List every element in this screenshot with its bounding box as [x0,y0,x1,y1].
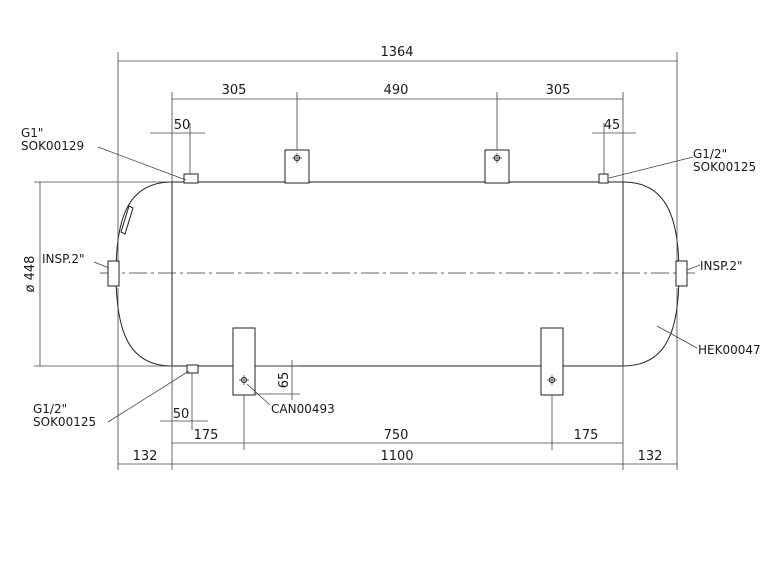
top-right-nozzle [598,173,609,184]
dim-bottom-nozzle-offset: 50 [173,407,190,422]
foot-right [540,327,564,396]
bottom-nozzle [186,364,199,374]
dim-right-nozzle-offset: 45 [604,118,621,133]
label-foot-code: CAN00493 [271,402,335,416]
dim-left-nozzle-offset: 50 [174,118,191,133]
dimension-top-spacing: 305 490 305 [171,83,624,182]
dim-right-head-length: 132 [638,449,663,464]
left-inspection-nozzle [107,260,120,287]
foot-left [232,327,256,396]
dimension-left-nozzle-offset: 50 [150,118,205,174]
dim-right-foot-offset: 175 [574,428,599,443]
label-bottom-nozzle-size: G1/2" [33,402,67,416]
dim-shell-length: 1100 [380,449,413,464]
lifting-lug-left [284,149,310,184]
dim-foot-spacing: 750 [384,428,409,443]
label-top-left-nozzle-size: G1" [21,126,43,140]
right-head [622,181,680,367]
label-bottom-nozzle-code: SOK00125 [33,415,96,429]
dim-overall-length: 1364 [380,45,413,60]
dim-left-head-length: 132 [133,449,158,464]
dim-diameter: ø 448 [23,256,38,293]
label-head-code: HEK00047 [698,343,761,357]
label-top-right-nozzle-code: SOK00125 [693,160,756,174]
dimension-right-nozzle-offset: 45 [592,118,636,174]
dimension-foot-spacing: 175 750 175 [171,366,624,470]
label-right-inspection: INSP.2" [700,259,742,273]
dimension-diameter: ø 448 [23,181,172,367]
label-left-inspection: INSP.2" [42,252,84,266]
dimension-foot-height: 65 [255,360,300,400]
dimension-bottom-lengths: 132 1100 132 [117,288,678,470]
left-head-plate [120,205,134,235]
vessel-body [100,181,695,367]
left-head [115,181,173,367]
top-left-nozzle [183,173,199,184]
label-top-right-nozzle-size: G1/2" [693,147,727,161]
lifting-lug-right [484,149,510,184]
right-inspection-nozzle [675,260,688,287]
dim-foot-height: 65 [277,372,292,389]
label-top-left-nozzle-code: SOK00129 [21,139,84,153]
callout-leaders [93,146,701,423]
dim-top-right-spacing: 305 [546,83,571,98]
dimension-overall-length: 1364 [117,45,678,262]
dimension-bottom-nozzle-offset: 50 [160,373,208,430]
dim-top-left-spacing: 305 [222,83,247,98]
dim-top-middle-spacing: 490 [384,83,409,98]
dim-left-foot-offset: 175 [194,428,219,443]
